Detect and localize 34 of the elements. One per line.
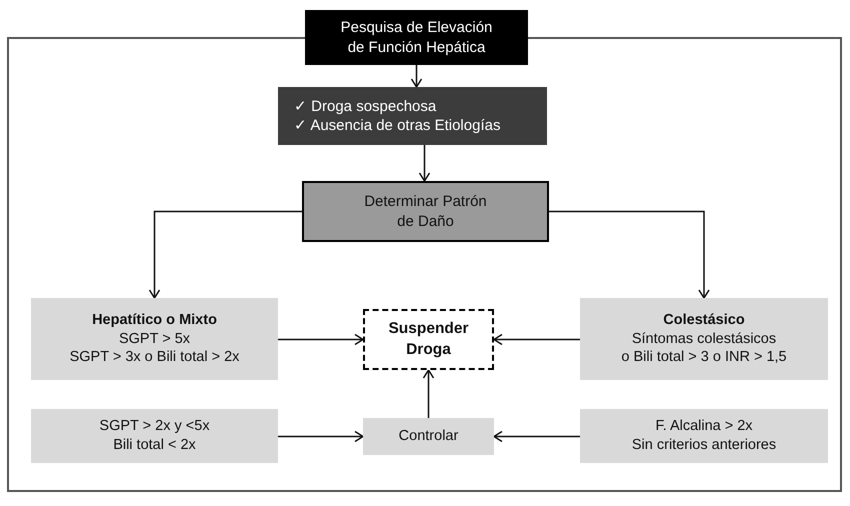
box-text: SGPT > 2x y <5x <box>99 417 210 436</box>
box-heading: Colestásico <box>663 310 745 330</box>
pattern-box <box>580 298 828 380</box>
criteria-box <box>31 409 278 463</box>
arrow <box>422 369 434 418</box>
box-text: ✓ Ausencia de otras Etiologías <box>294 116 500 136</box>
arrow <box>493 334 580 346</box>
box-text: Sin criterios anteriores <box>632 436 776 455</box>
pattern-box <box>31 298 278 380</box>
box-text: SGPT > 5x <box>118 330 190 348</box>
box-text: o Bili total > 3 o INR > 1,5 <box>621 348 787 368</box>
box-text: ✓ Droga sospechosa <box>294 96 436 116</box>
arrow <box>148 210 302 299</box>
box-heading: Hepatítico o Mixto <box>92 310 217 330</box>
box-text: Controlar <box>398 427 458 446</box>
box-text: F. Alcalina > 2x <box>655 417 753 436</box>
box-text: Suspender Droga <box>387 319 470 360</box>
action-box <box>363 309 494 370</box>
action-box <box>363 418 494 455</box>
box-text: SGPT > 3x o Bili total > 2x <box>70 348 240 368</box>
criteria-box <box>580 409 828 463</box>
arrow <box>493 430 580 442</box>
arrow <box>418 145 430 182</box>
box-text: Síntomas colestásicos <box>632 330 776 348</box>
box-text: Pesquisa de Elevación de Función Hepática <box>340 18 494 57</box>
arrow <box>278 430 364 442</box>
box-text: Determinar Patrón de Daño <box>364 192 487 231</box>
criteria-box <box>278 87 547 145</box>
process-box <box>302 181 549 242</box>
arrow <box>278 334 364 346</box>
arrow <box>410 65 422 88</box>
box-text: Bili total < 2x <box>113 436 196 455</box>
arrow <box>549 210 710 299</box>
start-box <box>305 10 528 65</box>
